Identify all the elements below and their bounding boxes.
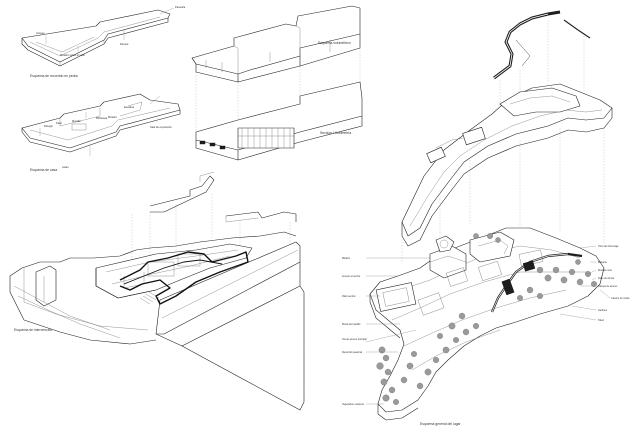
callout-left-3: Patio central: [342, 295, 356, 298]
sketch-d-caption: Sección / Volumetría: [320, 131, 351, 135]
main-right-caption: Esquema general del lugar: [420, 422, 461, 426]
main-left-drawing: [9, 171, 305, 411]
projection-lines-cd: [195, 48, 361, 150]
sketch-b-callout-6: Sala de exposición: [150, 125, 172, 129]
callout-left-4: Plaza del Castillo: [342, 323, 361, 326]
sketch-b-callout-1: Refugio: [44, 124, 53, 128]
sketch-a-callout-4: Pasarela: [175, 5, 186, 9]
sketch-a-callout-3: Rampa: [120, 42, 129, 46]
sketch-b-callout-2: Patio: [56, 121, 62, 125]
callout-right-2: Baluarte: [598, 261, 608, 264]
sketch-recorrido: [21, 7, 175, 67]
sketch-b-callout-7: Mirador: [108, 115, 117, 119]
callout-right-7: Jardines: [598, 309, 608, 312]
site-leader-lines: [365, 245, 611, 405]
callout-right-3: Muralla norte: [598, 269, 613, 272]
sketch-seccion: [195, 81, 363, 161]
callout-left-2: Acceso al recinto: [342, 275, 361, 278]
callout-right-5: Rampa de acceso: [598, 285, 618, 288]
callout-right-6: Camino de ronda: [611, 297, 630, 300]
callout-right-1: Torre del homenaje: [598, 245, 619, 248]
sketch-b-callout-3: Muralla: [72, 119, 81, 123]
sketch-c-caption: Esquema volumétrico: [318, 41, 351, 45]
callout-right-4: Patio de armas: [598, 277, 615, 280]
fragment-dark: [493, 10, 591, 118]
sketch-casa: [21, 93, 181, 156]
site-trees: [376, 233, 597, 405]
callout-left-6: Recorrido peatonal: [342, 351, 363, 354]
sketch-b-callout-8: Aulas: [62, 165, 69, 169]
layer-wall: [401, 83, 613, 262]
sketch-b-callout-5: Escalera: [124, 105, 135, 109]
main-left-caption: Esquema de intervención: [14, 328, 52, 332]
layer-site: [369, 227, 605, 421]
callout-left-5: Vía de acceso principal: [342, 338, 367, 341]
callout-left-1: Mirador: [342, 257, 350, 260]
callout-right-8: Talud: [598, 319, 604, 322]
sketch-a-callout-2: Mirador sobre el valle: [60, 53, 85, 57]
sketch-a-caption: Esquema de recorrido en pedra: [30, 74, 78, 78]
sketch-a-callout-1: Acceso: [36, 31, 45, 35]
callout-left-7: Vegetación existente: [342, 403, 365, 406]
sketch-b-callout-4: Biblioteca: [96, 116, 108, 120]
sketch-b-caption: Esquema de casa: [30, 168, 57, 172]
